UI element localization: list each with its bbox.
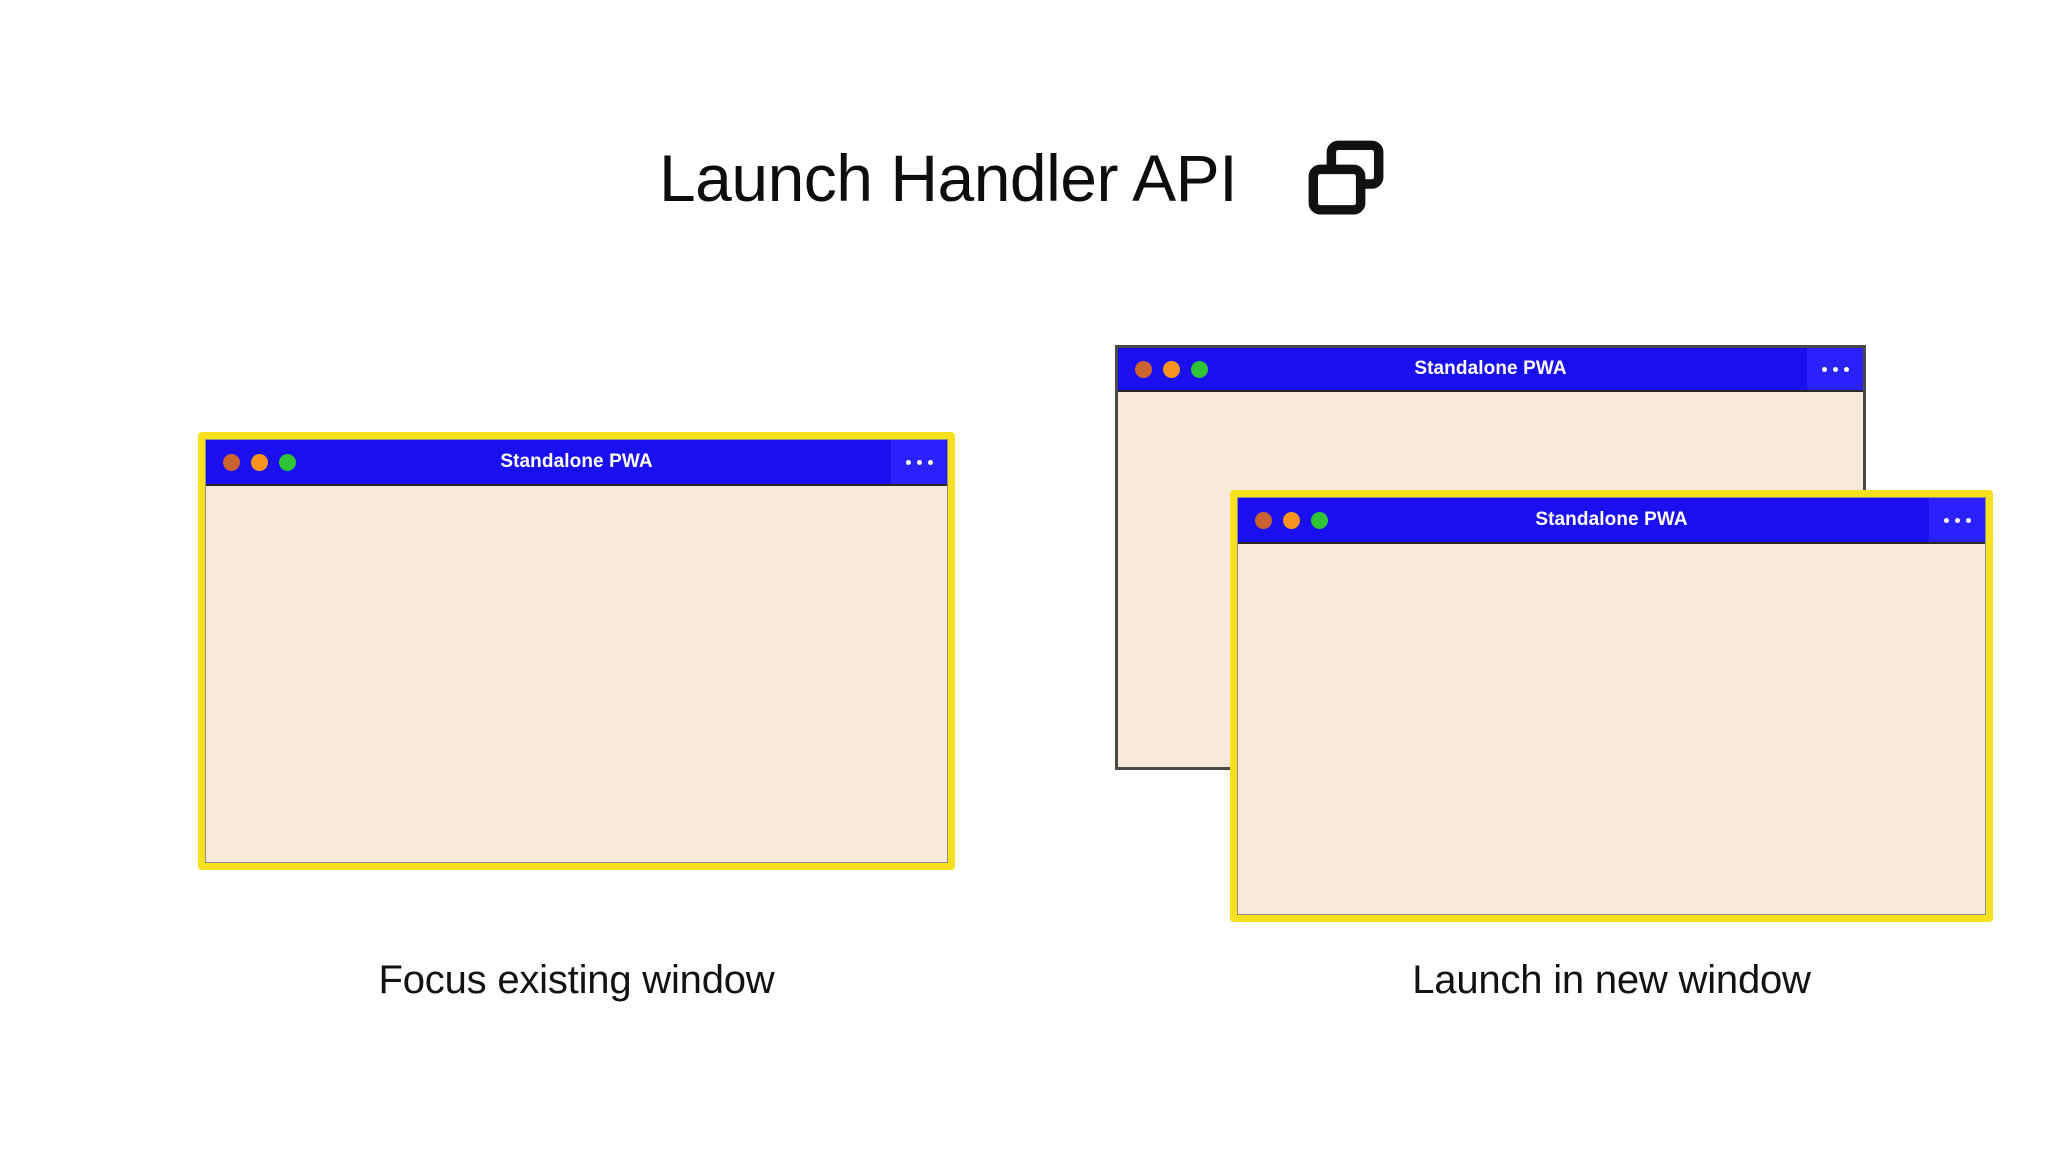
window-frame: Standalone PWA: [205, 439, 948, 863]
window-content-area: [206, 486, 947, 862]
maximize-window-icon[interactable]: [1311, 511, 1328, 529]
ellipsis-dot-icon: [1821, 366, 1827, 372]
pwa-window-newly-launched[interactable]: Standalone PWA: [1230, 490, 1993, 922]
window-content-area: [1238, 544, 1985, 914]
traffic-light-controls: [1118, 360, 1208, 378]
window-overflow-menu-button[interactable]: [891, 440, 947, 484]
ellipsis-dot-icon: [1943, 517, 1949, 523]
minimize-window-icon[interactable]: [1163, 360, 1180, 378]
window-overflow-menu-button[interactable]: [1929, 498, 1985, 542]
minimize-window-icon[interactable]: [251, 453, 268, 471]
ellipsis-dot-icon: [1843, 366, 1849, 372]
caption-focus-existing-window: Focus existing window: [378, 958, 775, 1002]
caption-launch-in-new-window: Launch in new window: [1412, 958, 1811, 1002]
pwa-window-focus-existing[interactable]: Standalone PWA: [198, 432, 955, 870]
maximize-window-icon[interactable]: [1191, 360, 1208, 378]
window-title: Standalone PWA: [1414, 358, 1567, 379]
close-window-icon[interactable]: [1135, 360, 1152, 378]
window-titlebar[interactable]: Standalone PWA: [1118, 348, 1863, 392]
window-titlebar[interactable]: Standalone PWA: [1238, 498, 1985, 544]
page-title: Launch Handler API: [658, 141, 1238, 215]
window-title: Standalone PWA: [500, 451, 653, 472]
ellipsis-dot-icon: [1954, 517, 1960, 523]
window-titlebar[interactable]: Standalone PWA: [206, 440, 947, 486]
maximize-window-icon[interactable]: [279, 453, 296, 471]
multiple-windows-icon: [1308, 140, 1384, 215]
ellipsis-dot-icon: [1965, 517, 1971, 523]
ellipsis-dot-icon: [916, 459, 922, 465]
ellipsis-dot-icon: [905, 459, 911, 465]
page-header: Launch Handler API: [0, 118, 2048, 238]
window-frame: Standalone PWA: [1237, 497, 1986, 915]
traffic-light-controls: [1238, 511, 1328, 529]
close-window-icon[interactable]: [223, 453, 240, 471]
ellipsis-dot-icon: [1832, 366, 1838, 372]
close-window-icon[interactable]: [1255, 511, 1272, 529]
window-overflow-menu-button[interactable]: [1807, 348, 1863, 390]
traffic-light-controls: [206, 453, 296, 471]
window-title: Standalone PWA: [1535, 509, 1688, 530]
minimize-window-icon[interactable]: [1283, 511, 1300, 529]
ellipsis-dot-icon: [927, 459, 933, 465]
